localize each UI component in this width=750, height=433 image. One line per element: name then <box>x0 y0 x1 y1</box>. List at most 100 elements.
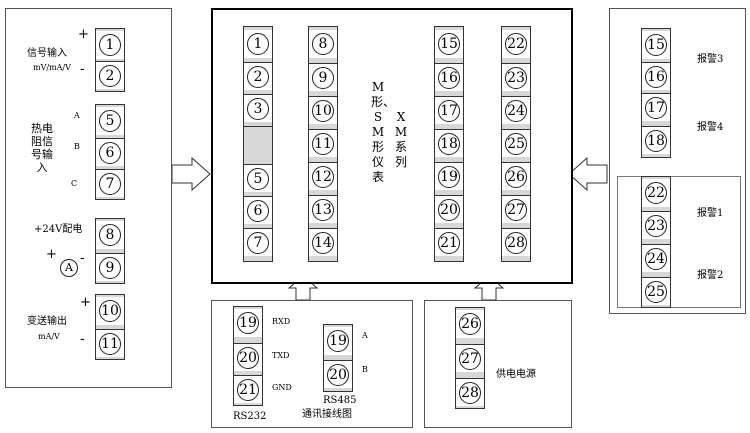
terminal-number: 25 <box>645 281 667 303</box>
terminal-blank <box>244 126 272 170</box>
terminal-number: 7 <box>247 232 269 254</box>
terminal: 21 <box>234 375 262 403</box>
terminal-column-1: 1 2 3 5 6 7 <box>243 26 273 262</box>
terminal: 23 <box>642 211 670 239</box>
terminal: 22 <box>642 179 670 207</box>
terminal-number: 27 <box>505 199 527 221</box>
terminal-number: 17 <box>645 97 667 119</box>
terminal: 13 <box>309 195 337 223</box>
terminal-block-rtd: 5 6 7 <box>95 104 125 200</box>
terminal-number: 11 <box>312 133 334 155</box>
terminal-number: 21 <box>237 379 259 401</box>
terminal-column-3: 15 16 17 18 19 20 21 <box>434 26 464 262</box>
instrument-series-label: XM系列 <box>394 110 408 169</box>
terminal-block-signal-in: 1 2 <box>95 28 125 92</box>
terminal-number: 16 <box>645 66 667 88</box>
terminal-number: 26 <box>505 166 527 188</box>
terminal: 23 <box>502 63 530 91</box>
terminal-number: 12 <box>312 166 334 188</box>
terminal: 6 <box>96 138 124 166</box>
plus-sign: + <box>80 295 91 310</box>
terminal-number: 5 <box>99 110 121 132</box>
terminal: 25 <box>642 277 670 305</box>
terminal-number: 19 <box>327 330 349 352</box>
terminal: 3 <box>244 94 272 122</box>
terminal: 7 <box>244 228 272 256</box>
terminal: 20 <box>435 195 463 223</box>
terminal-column-4: 22 23 24 25 26 27 28 <box>501 26 531 262</box>
terminal-column-2: 8 9 10 11 12 13 14 <box>308 26 338 262</box>
terminal-number: 25 <box>505 133 527 155</box>
terminal-number: 23 <box>645 215 667 237</box>
terminal: 10 <box>96 297 124 325</box>
terminal-block-24v: 8 9 <box>95 218 125 284</box>
alarm-subpanel <box>617 176 741 308</box>
terminal-number: 10 <box>99 300 121 322</box>
terminal: 9 <box>309 63 337 91</box>
transmit-output-label: 变送输出 <box>27 316 67 327</box>
terminal-number: 18 <box>438 133 460 155</box>
terminal: 25 <box>502 129 530 157</box>
terminal-number: 3 <box>247 98 269 120</box>
alarm-1-label: 报警1 <box>697 208 724 219</box>
terminal-number: 24 <box>645 248 667 270</box>
terminal-number: 23 <box>505 67 527 89</box>
terminal-number: 9 <box>312 67 334 89</box>
terminal: 2 <box>96 61 124 89</box>
terminal-number: 20 <box>327 364 349 386</box>
terminal-number: 8 <box>312 33 334 55</box>
terminal-number: 18 <box>645 130 667 152</box>
terminal-number: 20 <box>438 199 460 221</box>
terminal: 22 <box>502 30 530 58</box>
terminal: 11 <box>96 329 124 357</box>
terminal-number: 19 <box>237 312 259 334</box>
terminal: 5 <box>96 107 124 135</box>
terminal-number: 19 <box>438 166 460 188</box>
terminal: 21 <box>435 228 463 256</box>
terminal-number: 10 <box>312 100 334 122</box>
rs485-b-label: B <box>362 365 368 374</box>
terminal-block-rs485: 19 20 <box>323 324 353 392</box>
rtd-wire-c: C <box>71 179 78 188</box>
terminal-number: 1 <box>247 33 269 55</box>
terminal-number: 7 <box>99 173 121 195</box>
rs485-a-label: A <box>362 331 368 340</box>
terminal-number: 13 <box>312 199 334 221</box>
terminal-number: 24 <box>505 100 527 122</box>
terminal: 15 <box>435 30 463 58</box>
terminal: 6 <box>244 196 272 224</box>
terminal: 7 <box>96 169 124 197</box>
terminal: 20 <box>234 343 262 371</box>
terminal: 17 <box>435 96 463 124</box>
terminal-block-power: 26 27 28 <box>455 307 485 409</box>
terminal: 24 <box>502 96 530 124</box>
rtd-wire-a: A <box>74 111 80 120</box>
terminal: 10 <box>309 96 337 124</box>
terminal-number: 9 <box>99 257 121 279</box>
terminal: 19 <box>324 327 352 355</box>
terminal-block-alarm-1-2: 22 23 24 25 <box>641 176 671 308</box>
terminal-number: 2 <box>99 65 121 87</box>
rs232-label: RS232 <box>233 411 267 422</box>
minus-sign: - <box>80 62 85 77</box>
terminal: 1 <box>96 31 124 59</box>
terminal-number: 26 <box>459 313 481 335</box>
instrument-model-label: M形、SM形仪表 <box>371 80 396 184</box>
terminal: 11 <box>309 129 337 157</box>
gnd-label: GND <box>272 383 292 392</box>
rtd-wire-b: B <box>74 142 80 151</box>
comm-wiring-caption: 通讯接线图 <box>302 409 352 420</box>
terminal-number: 8 <box>99 224 121 246</box>
terminal: 18 <box>642 126 670 154</box>
terminal-number: 6 <box>99 142 121 164</box>
terminal: 16 <box>435 63 463 91</box>
terminal-number: 21 <box>438 232 460 254</box>
arrow-left-to-center <box>171 156 211 192</box>
terminal: 1 <box>244 30 272 58</box>
terminal-block-transmit: 10 11 <box>95 294 125 360</box>
terminal-block-alarm-3-4: 15 16 17 18 <box>641 28 671 158</box>
terminal: 14 <box>309 228 337 256</box>
left-io-panel <box>5 8 172 388</box>
arrow-right-to-center <box>568 156 608 192</box>
terminal: 26 <box>502 162 530 190</box>
